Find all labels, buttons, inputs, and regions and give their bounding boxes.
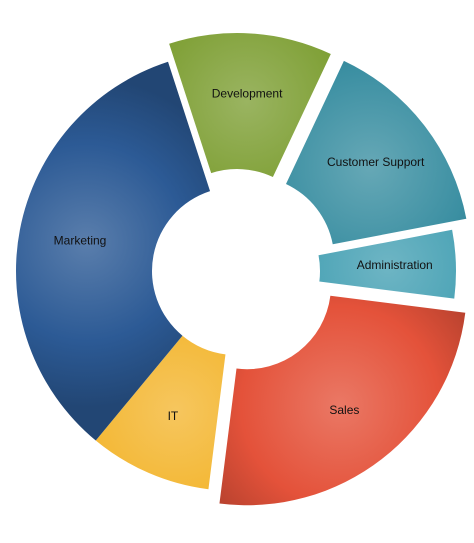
slice-it[interactable] [95, 335, 226, 490]
slice-label-administration: Administration [357, 258, 433, 272]
slice-administration[interactable] [318, 229, 456, 299]
slices-group [16, 33, 467, 506]
slice-label-customer-support: Customer Support [327, 155, 425, 169]
slice-label-development: Development [212, 87, 283, 101]
slice-marketing[interactable] [16, 61, 211, 441]
slice-label-marketing: Marketing [54, 233, 107, 247]
slice-development[interactable] [169, 33, 331, 178]
slice-sales[interactable] [219, 295, 466, 506]
slice-customer-support[interactable] [285, 60, 467, 245]
slice-label-sales: Sales [329, 403, 359, 417]
slice-label-it: IT [168, 409, 179, 423]
